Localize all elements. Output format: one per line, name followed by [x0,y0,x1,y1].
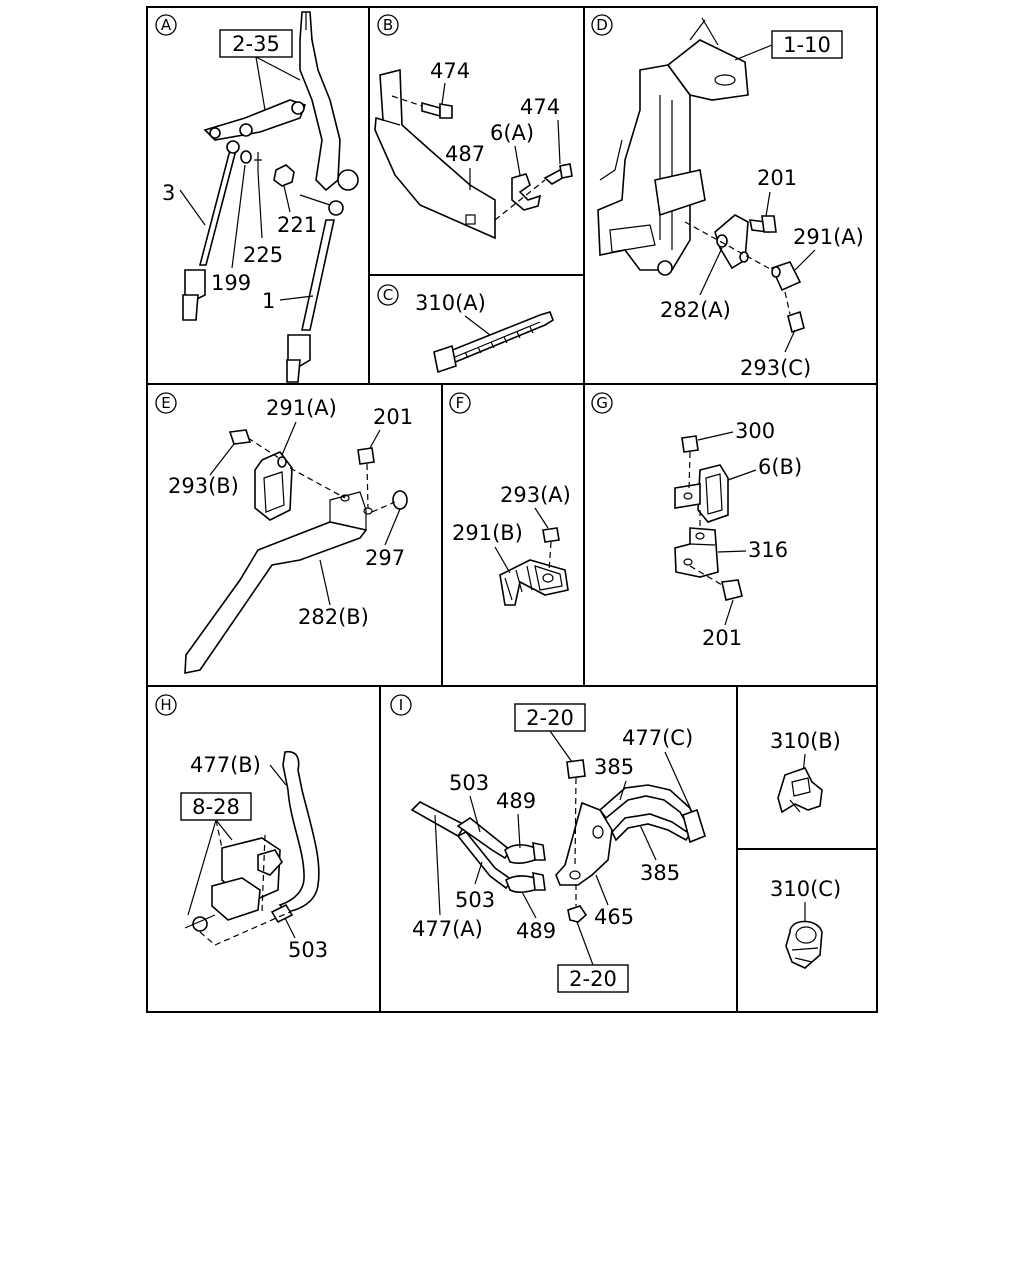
label-291a: 291(A) [266,396,337,420]
label-474-2: 474 [520,95,560,119]
label-477a: 477(A) [412,917,483,941]
cable-tie-310a [438,311,554,366]
hose-477b [278,750,320,913]
clip-6b [697,464,729,523]
label-300: 300 [735,419,775,443]
panel-e: E 291(A) 201 293(B) 297 282(B) [155,392,413,674]
label-310b: 310(B) [770,729,841,753]
panel-a-ref-box: 2-35 [219,29,293,58]
label-316: 316 [748,538,788,562]
panel-h-ref-box: 8-28 [180,792,252,821]
shift-lever [299,11,341,192]
svg-text:8-28: 8-28 [192,795,240,819]
panel-clips: 310(B) 310(C) [770,729,841,969]
panel-b-marker: B [377,14,399,36]
label-199: 199 [211,271,251,295]
chassis-frame [597,64,691,271]
clip-310b [777,767,823,814]
label-310a: 310(A) [415,291,486,315]
panel-a-marker: A [155,14,177,36]
panel-i-ref-box-top: 2-20 [514,703,586,732]
label-477c: 477(C) [622,726,693,750]
svg-text:E: E [161,394,170,412]
panel-f: F 293(A) 291(B) [449,392,571,606]
panel-d: D 1-10 201 291(A) 282(A) 293(C) [591,14,864,380]
clip-6a [511,173,542,211]
svg-text:2-20: 2-20 [526,706,574,730]
rod-1 [301,219,335,331]
label-201: 201 [373,405,413,429]
label-487: 487 [445,142,485,166]
svg-text:D: D [596,16,608,34]
svg-text:1-10: 1-10 [783,33,831,57]
label-282b: 282(B) [298,605,369,629]
label-297: 297 [365,546,405,570]
label-477b: 477(B) [190,753,261,777]
panel-h-marker: H [155,694,177,716]
panel-a: A 2-35 3 [155,11,359,383]
label-465: 465 [594,905,634,929]
rod-3 [198,149,238,266]
label-1: 1 [262,289,275,313]
label-201: 201 [757,166,797,190]
label-291a: 291(A) [793,225,864,249]
clip-310c [785,920,823,969]
label-310c: 310(C) [770,877,841,901]
svg-text:H: H [160,696,171,714]
label-221: 221 [277,213,317,237]
label-293a: 293(A) [500,483,571,507]
label-6b: 6(B) [758,455,802,479]
panel-f-marker: F [449,392,471,414]
panel-c-marker: C [377,284,399,306]
panel-c: C 310(A) [377,284,554,374]
hose-503 [270,903,294,924]
panel-i: I 2-20 2-20 477 [390,694,706,993]
panel-g-marker: G [591,392,613,414]
label-225: 225 [243,243,283,267]
svg-text:2-35: 2-35 [232,32,280,56]
svg-text:A: A [161,16,172,34]
bracket-465 [555,801,613,886]
label-503: 503 [288,938,328,962]
svg-text:I: I [399,696,403,714]
label-385: 385 [594,755,634,779]
svg-text:2-20: 2-20 [569,967,617,991]
label-489-2: 489 [516,919,556,943]
label-293b: 293(B) [168,474,239,498]
svg-text:F: F [456,394,465,412]
panel-d-ref-box: 1-10 [771,30,843,59]
label-503-2: 503 [455,888,495,912]
label-3: 3 [162,181,175,205]
panel-b: B 474 474 6(A) 487 [374,14,573,240]
label-489: 489 [496,789,536,813]
panel-i-ref-box-bottom: 2-20 [557,964,629,993]
label-385-2: 385 [640,861,680,885]
panel-e-marker: E [155,392,177,414]
clamp-291b [499,559,569,606]
label-503: 503 [449,771,489,795]
label-293c: 293(C) [740,356,811,380]
label-201: 201 [702,626,742,650]
svg-text:B: B [383,16,393,34]
bracket-487 [374,68,496,240]
panel-h: H 8-28 477(B) 503 [155,694,328,962]
pipe-477a [410,801,467,838]
panel-g: G 300 6(B) 316 201 [591,392,802,650]
svg-text:C: C [383,286,393,304]
label-291b: 291(B) [452,521,523,545]
label-282a: 282(A) [660,298,731,322]
panel-d-marker: D [591,14,613,36]
label-474: 474 [430,59,470,83]
label-6a: 6(A) [490,121,534,145]
panel-i-marker: I [390,694,412,716]
bracket-282b [184,521,368,674]
diagram-frame [146,6,878,1013]
svg-text:G: G [596,394,608,412]
